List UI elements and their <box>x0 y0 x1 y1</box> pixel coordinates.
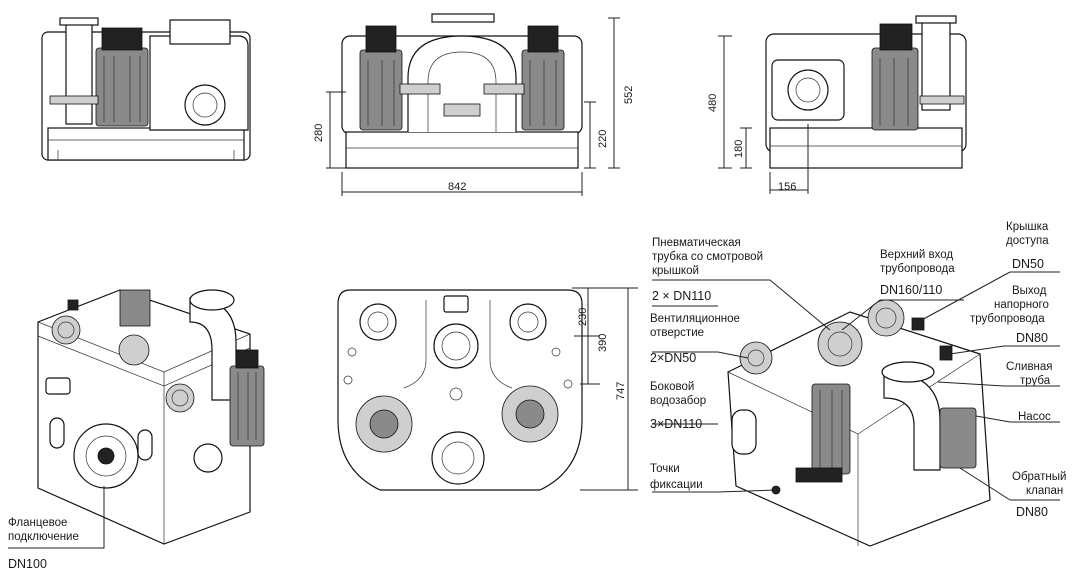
view-isometric-right <box>727 299 991 547</box>
label-side-inlet: водозабор <box>650 395 706 407</box>
label-pneumatic-dn: 2 × DN110 <box>652 289 711 303</box>
view-front-elevation: 280 552 220 842 <box>313 13 635 196</box>
label-pressure-outlet: Выход <box>1012 285 1047 297</box>
label-check-valve: Обратный <box>1012 471 1066 483</box>
dim-side-480: 480 <box>707 94 719 112</box>
label-flange-dn: DN100 <box>8 557 47 571</box>
label-access-cover: Крышка <box>1006 221 1049 233</box>
dim-front-280: 280 <box>313 124 325 142</box>
label-pressure-outlet: трубопровода <box>970 313 1045 325</box>
label-access-cover-dn: DN50 <box>1012 257 1044 271</box>
label-vent-dn: 2×DN50 <box>650 351 696 365</box>
label-flange: подключение <box>8 531 79 543</box>
label-access-cover: доступа <box>1006 235 1049 247</box>
view-isometric-left <box>37 289 265 545</box>
label-pneumatic: трубка со смотровой <box>652 251 763 263</box>
label-pneumatic: Пневматическая <box>652 237 741 249</box>
label-top-inlet: Верхний вход <box>880 249 953 261</box>
dim-side-180: 180 <box>733 140 745 158</box>
label-pressure-outlet-dn: DN80 <box>1016 331 1048 345</box>
dim-front-552: 552 <box>623 86 635 104</box>
label-vent: отверстие <box>650 327 704 339</box>
label-side-inlet-dn: 3×DN110 <box>650 417 702 431</box>
dim-front-220: 220 <box>597 130 609 148</box>
view-left-elevation <box>41 17 251 161</box>
dim-top-230: 230 <box>577 308 589 326</box>
label-pneumatic: крышкой <box>652 265 699 277</box>
dim-top-390: 390 <box>597 334 609 352</box>
label-side-inlet: Боковой <box>650 381 694 393</box>
dim-side-156: 156 <box>778 181 796 193</box>
view-top: 230 390 747 <box>337 287 638 491</box>
label-drain-pipe: труба <box>1020 375 1051 387</box>
label-fixing-points: Точки <box>650 463 680 475</box>
label-fixing-points: фиксации <box>650 479 703 491</box>
leader-lines <box>8 271 1060 549</box>
label-flange: Фланцевое <box>8 517 67 529</box>
dim-front-842: 842 <box>448 181 466 193</box>
label-pump: Насос <box>1018 411 1051 423</box>
label-vent: Вентиляционное <box>650 313 740 325</box>
label-pressure-outlet: напорного <box>994 299 1049 311</box>
annotation-labels: Фланцевое подключение DN100 Пневматическ… <box>8 221 1066 571</box>
label-drain-pipe: Сливная <box>1006 361 1053 373</box>
label-check-valve: клапан <box>1026 485 1063 497</box>
view-side-elevation: 480 180 156 <box>707 15 967 194</box>
dim-top-747: 747 <box>615 382 627 400</box>
label-top-inlet: трубопровода <box>880 263 955 275</box>
label-check-valve-dn: DN80 <box>1016 505 1048 519</box>
label-top-inlet-dn: DN160/110 <box>880 283 942 297</box>
